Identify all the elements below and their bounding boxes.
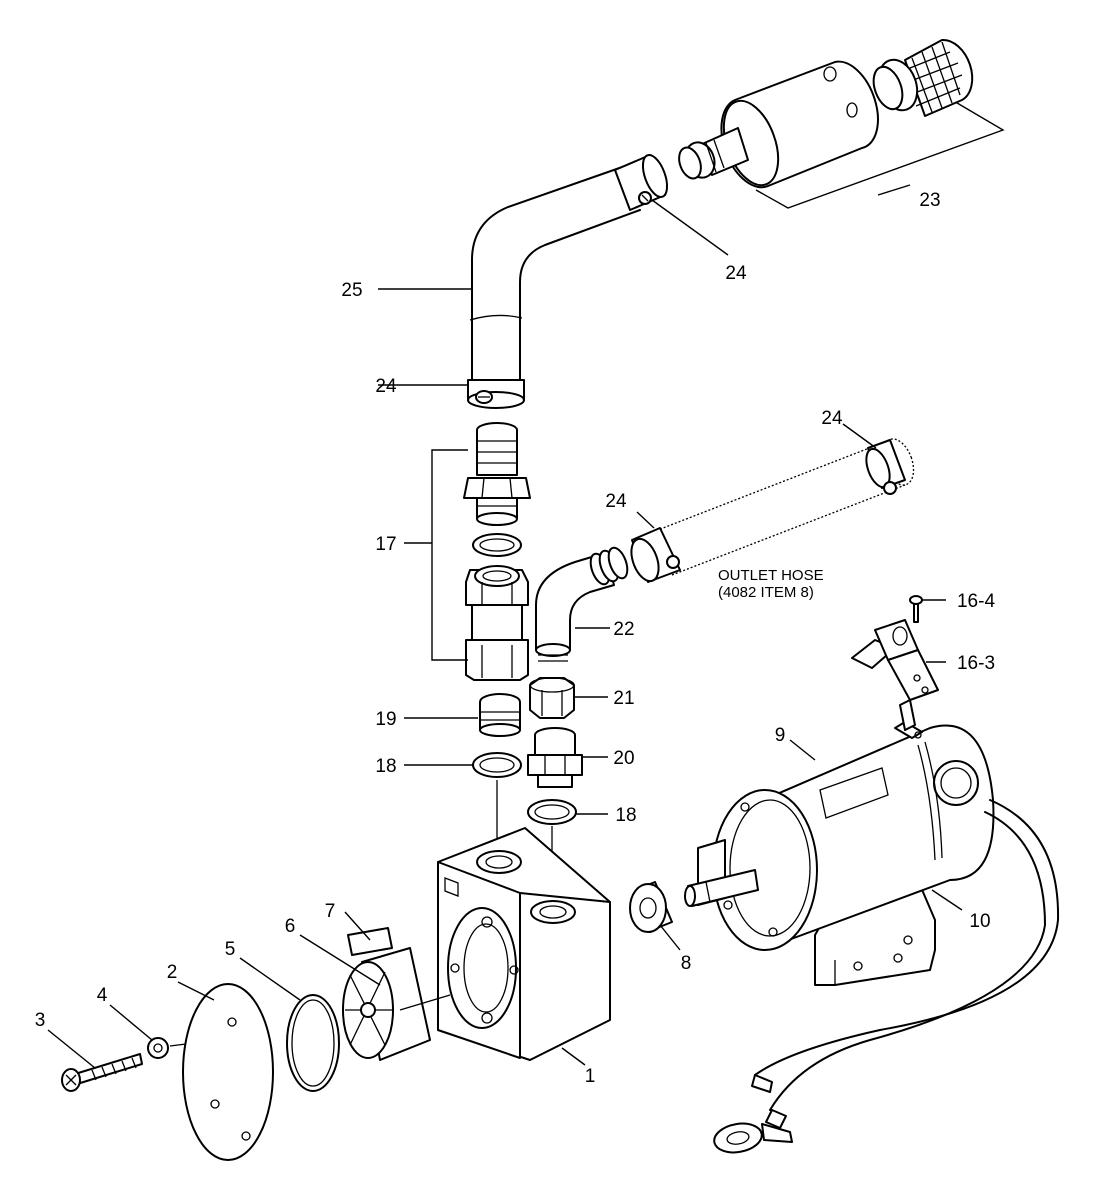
label-8: 8 xyxy=(681,953,692,974)
label-10: 10 xyxy=(969,911,990,932)
label-24-top: 24 xyxy=(725,263,747,284)
label-6: 6 xyxy=(285,916,296,937)
label-23: 23 xyxy=(919,190,940,211)
label-3: 3 xyxy=(35,1010,46,1031)
elbow-fitting xyxy=(535,546,629,662)
pipe-fittings xyxy=(472,677,583,900)
label-18-upper: 18 xyxy=(375,756,396,777)
pump-body xyxy=(437,827,611,1061)
terminal-bracket xyxy=(851,595,939,701)
label-17: 17 xyxy=(375,534,396,555)
check-valve-stack xyxy=(431,422,531,681)
label-16-4: 16-4 xyxy=(957,591,995,612)
label-25: 25 xyxy=(341,280,362,301)
label-9: 9 xyxy=(775,725,786,746)
label-21: 21 xyxy=(613,688,634,709)
impeller xyxy=(342,927,451,1061)
label-2: 2 xyxy=(167,962,178,983)
shaft-seal xyxy=(629,881,673,933)
label-4: 4 xyxy=(97,985,108,1006)
suction-hose xyxy=(467,154,669,409)
label-7: 7 xyxy=(325,901,336,922)
label-19: 19 xyxy=(375,709,396,730)
outlet-hose-note-line2: (4082 ITEM 8) xyxy=(718,584,814,601)
label-20: 20 xyxy=(613,748,634,769)
outlet-hose xyxy=(630,438,915,583)
label-1: 1 xyxy=(585,1066,596,1087)
label-24-outlet-top: 24 xyxy=(821,408,843,429)
cover-hardware xyxy=(61,983,340,1161)
leader-lines xyxy=(47,184,963,1069)
label-24-hose: 24 xyxy=(375,376,397,397)
label-18-lower: 18 xyxy=(615,805,636,826)
motor xyxy=(684,699,1060,1154)
label-16-3: 16-3 xyxy=(957,653,995,674)
label-5: 5 xyxy=(225,939,236,960)
part-labels: 25 24 23 24 24 24 17 OUTLET HOSE (4082 I… xyxy=(35,190,996,1087)
label-22: 22 xyxy=(613,619,634,640)
label-24-outlet: 24 xyxy=(605,491,627,512)
outlet-hose-note-line1: OUTLET HOSE xyxy=(718,567,824,584)
strainer-assembly xyxy=(678,38,1005,209)
